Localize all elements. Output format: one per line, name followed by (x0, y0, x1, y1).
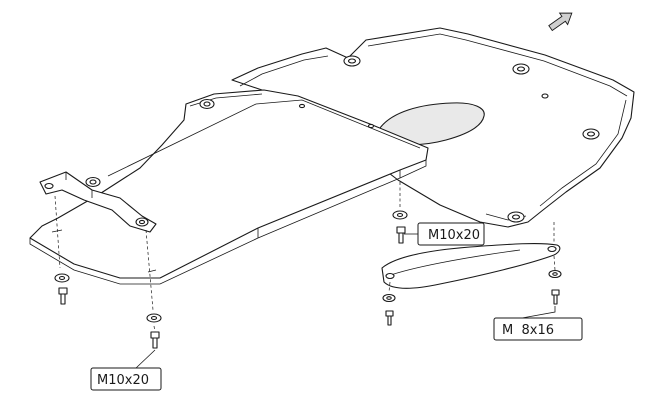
callout-label-upper-middle: M10x20 (428, 228, 480, 243)
callout-right: M 8x16 (493, 306, 583, 341)
direction-arrow-icon (548, 12, 573, 32)
callout-label-right: M 8x16 (502, 323, 554, 338)
fastener-middle (382, 182, 408, 326)
fastener-left (54, 195, 70, 305)
callout-upper-middle: M10x20 (404, 222, 485, 246)
fastener-right (548, 222, 562, 305)
small-bracket-plate (381, 242, 561, 289)
callout-bottom-left: M10x20 (90, 349, 162, 391)
front-skid-plate (29, 89, 429, 285)
callout-label-bottom-left: M10x20 (97, 373, 149, 388)
fastener-bottom-left (145, 229, 162, 349)
